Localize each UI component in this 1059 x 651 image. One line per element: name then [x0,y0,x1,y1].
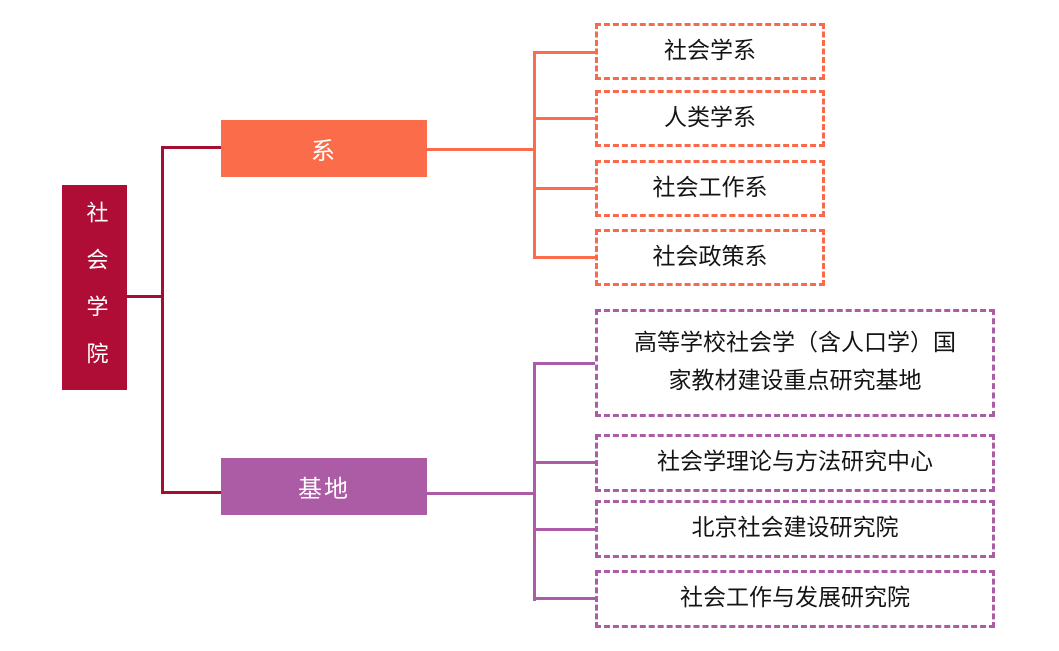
leaf-label: 社会学系 [664,37,756,64]
branch-node-departments: 系 [221,120,427,177]
connector-departments-child-3 [535,187,595,190]
connector-departments-child-1 [535,51,595,54]
connector-bases-stub [427,492,535,495]
leaf-node-theory-method-center: 社会学理论与方法研究中心 [595,434,995,492]
connector-to-departments [161,146,221,149]
leaf-label: 社会工作系 [652,174,768,201]
connector-departments-trunk [533,51,536,259]
leaf-label: 社会学理论与方法研究中心 [657,449,933,476]
leaf-label: 社会政策系 [652,243,768,270]
root-node: 社会学院 [62,185,127,390]
connector-bases-child-2 [535,461,595,464]
branch-departments-label: 系 [311,137,337,165]
connector-bases-child-4 [535,597,595,600]
branch-node-bases: 基地 [221,458,427,515]
connector-bases-child-3 [535,528,595,531]
connector-to-bases [161,491,221,494]
leaf-node-anthropology-dept: 人类学系 [595,90,825,147]
leaf-node-textbook-research-base: 高等学校社会学（含人口学）国家教材建设重点研究基地 [595,309,995,417]
connector-departments-child-2 [535,117,595,120]
connector-bases-child-1 [535,362,595,365]
branch-bases-label: 基地 [298,475,350,503]
leaf-node-sociology-dept: 社会学系 [595,23,825,80]
leaf-label: 高等学校社会学（含人口学）国家教材建设重点研究基地 [634,330,956,394]
leaf-label: 北京社会建设研究院 [691,515,899,542]
connector-root-stub [127,295,163,298]
leaf-node-social-work-development-institute: 社会工作与发展研究院 [595,570,995,628]
leaf-label: 社会工作与发展研究院 [680,585,910,612]
root-node-label: 社会学院 [82,200,108,389]
leaf-node-social-work-dept: 社会工作系 [595,160,825,217]
connector-departments-stub [427,148,535,151]
leaf-node-beijing-social-construction-institute: 北京社会建设研究院 [595,500,995,558]
connector-root-trunk [161,146,164,494]
leaf-node-social-policy-dept: 社会政策系 [595,229,825,286]
leaf-label: 人类学系 [664,104,756,131]
connector-departments-child-4 [535,256,595,259]
connector-bases-trunk [533,362,536,601]
